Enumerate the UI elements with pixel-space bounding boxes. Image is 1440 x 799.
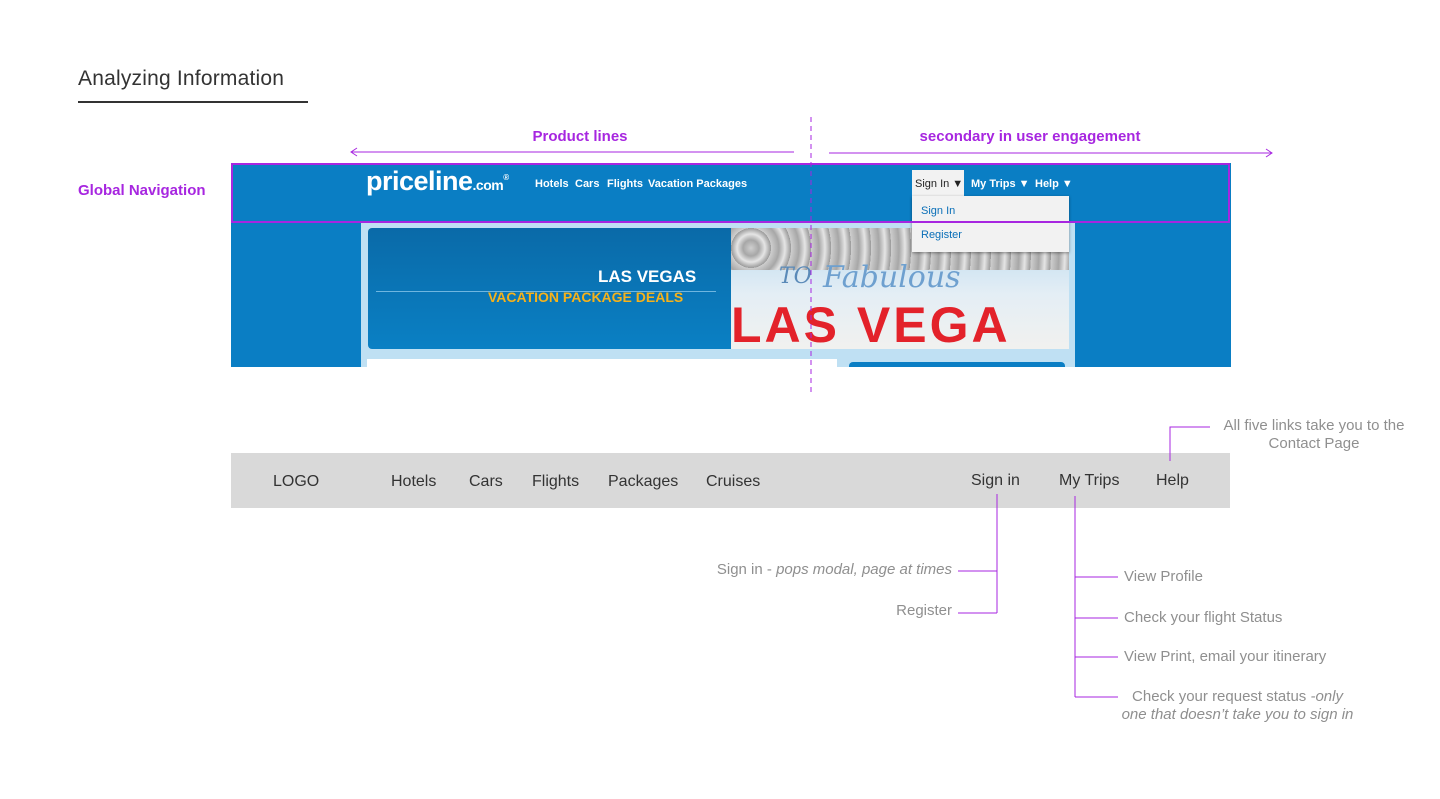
photo-text-las-vegas: LAS VEGA [731,297,1011,349]
product-lines-label: Product lines [532,128,628,145]
arrow-right-head [1265,148,1273,158]
secondary-engagement-label: secondary in user engagement [919,128,1141,145]
request-note-detail-2: one that doesn’t take you to sign in [1121,706,1354,723]
dropdown-register[interactable]: Register [921,229,962,241]
help-note-line1: All five links take you to the [1223,417,1405,434]
shot-nav-cars[interactable]: Cars [575,178,600,190]
banner-title: LAS VEGAS [598,267,697,286]
lower-panel [367,359,837,367]
wire-nav-cars[interactable]: Cars [469,473,503,490]
banner-divider [376,291,716,292]
shot-nav-flights[interactable]: Flights [607,178,644,190]
shot-signin-label[interactable]: Sign In ▼ [915,178,964,190]
title-underline [78,101,308,103]
wire-help[interactable]: Help [1156,472,1189,489]
request-note-detail-1: -only [1310,688,1343,705]
priceline-logo: priceline.com® [366,166,509,196]
banner-panel [368,228,731,349]
arrow-left-head [350,147,358,157]
help-note: All five links take you to the Contact P… [1214,417,1414,453]
signin-note: Sign in - pops modal, page at times [600,561,952,578]
banner-subtitle: VACATION PACKAGE DEALS [488,289,684,305]
shot-nav-vacation-packages[interactable]: Vacation Packages [648,178,748,190]
photo-text-fabulous: Fabulous [823,260,961,295]
wire-nav-flights[interactable]: Flights [532,473,580,490]
global-nav-highlight [231,163,1230,223]
photo-text-to: TO [779,264,812,289]
wire-nav-packages[interactable]: Packages [608,473,679,490]
shot-help[interactable]: Help ▼ [1035,178,1073,190]
help-connector [1169,426,1210,461]
request-note-prefix: Check your request status [1132,688,1311,705]
dropdown-signin[interactable]: Sign In [921,205,956,217]
wire-nav-cruises[interactable]: Cruises [706,473,761,490]
wire-signin[interactable]: Sign in [971,472,1020,489]
mytrips-note-itinerary: View Print, email your itinerary [1124,648,1327,665]
mytrips-note-request: Check your request status -only one that… [1100,688,1375,724]
signin-dropdown: Sign In Register [912,196,1069,252]
signin-note-detail: pops modal, page at times [776,561,952,578]
page-title: Analyzing Information [78,67,285,90]
wireframe-nav-bar: LOGO Hotels Cars Flights Packages Cruise… [231,453,1230,508]
priceline-screenshot: priceline.com® Hotels Cars Flights Vacat… [231,163,1231,367]
wire-logo[interactable]: LOGO [273,473,320,490]
signin-note-prefix: Sign in - [716,561,777,578]
wire-nav-hotels[interactable]: Hotels [391,473,437,490]
shot-mytrips[interactable]: My Trips ▼ [971,178,1030,190]
global-navigation-label: Global Navigation [78,182,206,199]
mytrips-note-profile: View Profile [1124,568,1203,585]
mytrips-note-flight-status: Check your flight Status [1124,609,1283,626]
register-note: Register [896,602,952,619]
lower-tab [849,362,1065,367]
help-note-line2: Contact Page [1268,435,1360,452]
shot-nav-hotels[interactable]: Hotels [535,178,569,190]
wire-mytrips[interactable]: My Trips [1059,472,1120,489]
shot-signin-tab[interactable] [912,170,964,198]
